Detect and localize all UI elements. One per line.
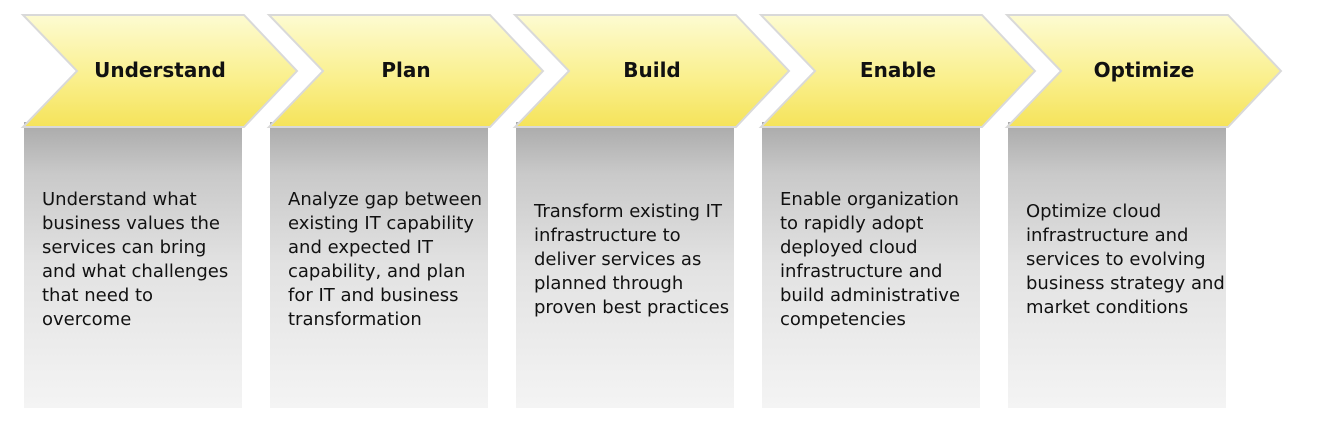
stage-description: Transform existing IT infrastructure to … — [534, 201, 730, 318]
stage-description: Enable organization to rapidly adopt dep… — [780, 189, 961, 330]
stage-panel — [24, 122, 242, 408]
chevron-arrow — [266, 14, 545, 128]
stage-panel — [516, 122, 734, 408]
stage-title: Build — [623, 58, 681, 82]
stage-description: Analyze gap between existing IT capabili… — [288, 189, 483, 330]
stage-enable: Enable Enable organization to rapidly ad… — [758, 0, 1037, 430]
stage-panel — [270, 122, 488, 408]
stage-optimize: Optimize Optimize cloud infrastructure a… — [1004, 0, 1283, 430]
stage-title: Plan — [381, 58, 431, 82]
chevron-arrow — [1004, 14, 1283, 128]
stage-description: Optimize cloud infrastructure and servic… — [1026, 201, 1225, 318]
stage-panel — [762, 122, 980, 408]
stage-build: Build Transform existing IT infrastructu… — [512, 0, 791, 430]
stage-understand: Understand Understand what business valu… — [20, 0, 299, 430]
chevron-arrow — [512, 14, 791, 128]
chevron-arrow — [20, 14, 299, 128]
chevron-arrow — [758, 14, 1037, 128]
stage-title: Understand — [94, 58, 226, 82]
stage-panel — [1008, 122, 1226, 408]
stage-plan: Plan Analyze gap between existing IT cap… — [266, 0, 545, 430]
stage-title: Enable — [859, 58, 937, 82]
stage-title: Optimize — [1093, 58, 1195, 82]
stage-description: Understand what business values the serv… — [42, 189, 229, 330]
